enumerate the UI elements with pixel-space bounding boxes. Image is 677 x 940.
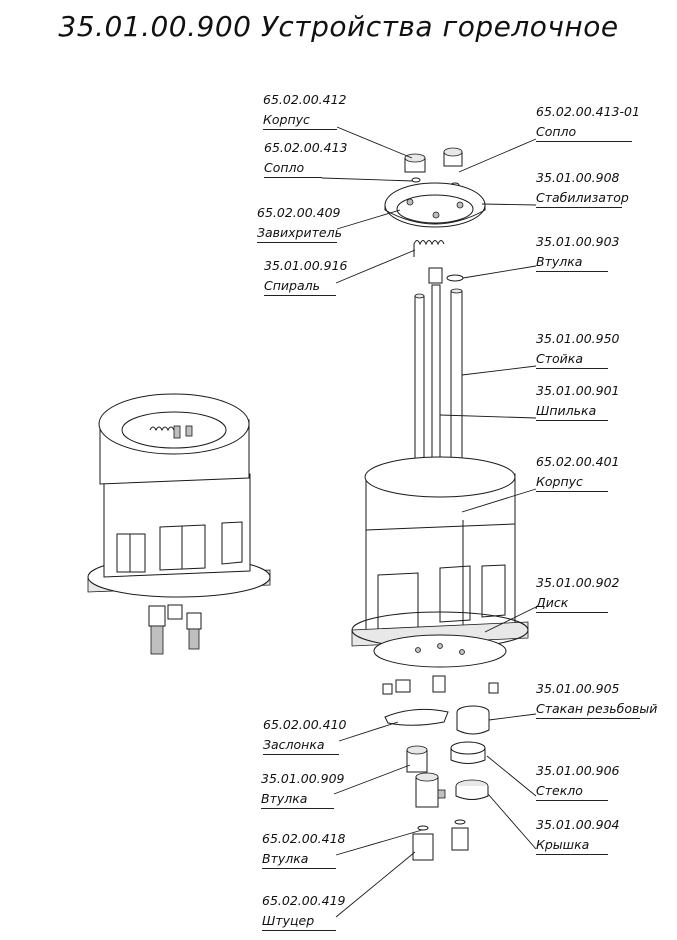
callout-stakan-905: 35.01.00.905 Стакан резьбовый	[536, 681, 658, 719]
leader-rule	[536, 207, 622, 208]
part-code: 65.02.00.401	[536, 454, 620, 469]
leader-rule	[536, 718, 640, 719]
part-name: Втулка	[262, 851, 309, 866]
leader-rule	[264, 177, 322, 178]
part-code: 35.01.00.901	[536, 383, 620, 398]
leader-lines	[321, 126, 537, 918]
part-code: 65.02.00.410	[263, 717, 347, 732]
leader-rule	[536, 612, 608, 613]
leader-rule	[263, 129, 337, 130]
part-code: 65.02.00.409	[257, 205, 341, 220]
page-title: 35.01.00.900 Устройства горелочное	[58, 10, 619, 43]
leader-rule	[263, 754, 339, 755]
part-name: Сопло	[264, 160, 305, 175]
part-name: Стекло	[536, 783, 583, 798]
part-name: Штуцер	[262, 913, 315, 928]
part-code: 35.01.00.903	[536, 234, 620, 249]
part-code: 65.02.00.419	[262, 893, 346, 908]
part-code: 35.01.00.916	[264, 258, 348, 273]
callout-shpilka-901: 35.01.00.901 Шпилька	[536, 383, 620, 421]
leader-rule	[262, 930, 336, 931]
callout-korpus-412: 65.02.00.412 Корпус	[263, 92, 347, 130]
part-code: 65.02.00.418	[262, 831, 346, 846]
part-name: Сопло	[536, 124, 577, 139]
leader-rule	[536, 854, 608, 855]
part-code: 35.01.00.909	[261, 771, 345, 786]
part-code: 65.02.00.412	[263, 92, 347, 107]
part-name: Корпус	[536, 474, 583, 489]
part-name: Диск	[536, 595, 569, 610]
callout-vtulka-909: 35.01.00.909 Втулка	[261, 771, 345, 809]
part-name: Шпилька	[536, 403, 597, 418]
part-code: 65.02.00.413	[264, 140, 348, 155]
callout-stabilizator-908: 35.01.00.908 Стабилизатор	[536, 170, 629, 208]
callout-stoyka-950: 35.01.00.950 Стойка	[536, 331, 620, 369]
callout-korpus-401: 65.02.00.401 Корпус	[536, 454, 620, 492]
part-code: 35.01.00.905	[536, 681, 620, 696]
leader-rule	[262, 868, 336, 869]
part-code: 35.01.00.950	[536, 331, 620, 346]
exploded-parts	[351, 147, 529, 861]
part-name: Завихритель	[257, 225, 342, 240]
callout-steklo-906: 35.01.00.906 Стекло	[536, 763, 620, 801]
part-code: 35.01.00.904	[536, 817, 620, 832]
callout-kryshka-904: 35.01.00.904 Крышка	[536, 817, 620, 855]
leader-rule	[257, 242, 337, 243]
leader-rule	[536, 368, 608, 369]
part-name: Стойка	[536, 351, 583, 366]
callout-vtulka-903: 35.01.00.903 Втулка	[536, 234, 620, 272]
part-name: Крышка	[536, 837, 590, 852]
part-name: Стабилизатор	[536, 190, 629, 205]
leader-rule	[261, 808, 334, 809]
part-code: 65.02.00.413-01	[536, 104, 640, 119]
leader-rule	[264, 295, 336, 296]
part-code: 35.01.00.906	[536, 763, 620, 778]
callout-soplo-413: 65.02.00.413 Сопло	[264, 140, 348, 178]
assembled-burner	[87, 393, 271, 655]
callout-disk-902: 35.01.00.902 Диск	[536, 575, 620, 613]
leader-rule	[536, 420, 608, 421]
leader-rule	[536, 491, 608, 492]
part-name: Втулка	[536, 254, 583, 269]
part-name: Заслонка	[263, 737, 325, 752]
part-code: 35.01.00.902	[536, 575, 620, 590]
leader-rule	[536, 141, 632, 142]
part-name: Спираль	[264, 278, 320, 293]
callout-zavihritel-409: 65.02.00.409 Завихритель	[257, 205, 342, 243]
callout-zaslonka-410: 65.02.00.410 Заслонка	[263, 717, 347, 755]
callout-shtucer-419: 65.02.00.419 Штуцер	[262, 893, 346, 931]
callout-spiral-916: 35.01.00.916 Спираль	[264, 258, 348, 296]
part-name: Втулка	[261, 791, 308, 806]
part-name: Стакан резьбовый	[536, 701, 658, 716]
part-code: 35.01.00.908	[536, 170, 620, 185]
part-name: Корпус	[263, 112, 310, 127]
leader-rule	[536, 271, 608, 272]
callout-soplo-413-01: 65.02.00.413-01 Сопло	[536, 104, 640, 142]
callout-vtulka-418: 65.02.00.418 Втулка	[262, 831, 346, 869]
leader-rule	[536, 800, 608, 801]
